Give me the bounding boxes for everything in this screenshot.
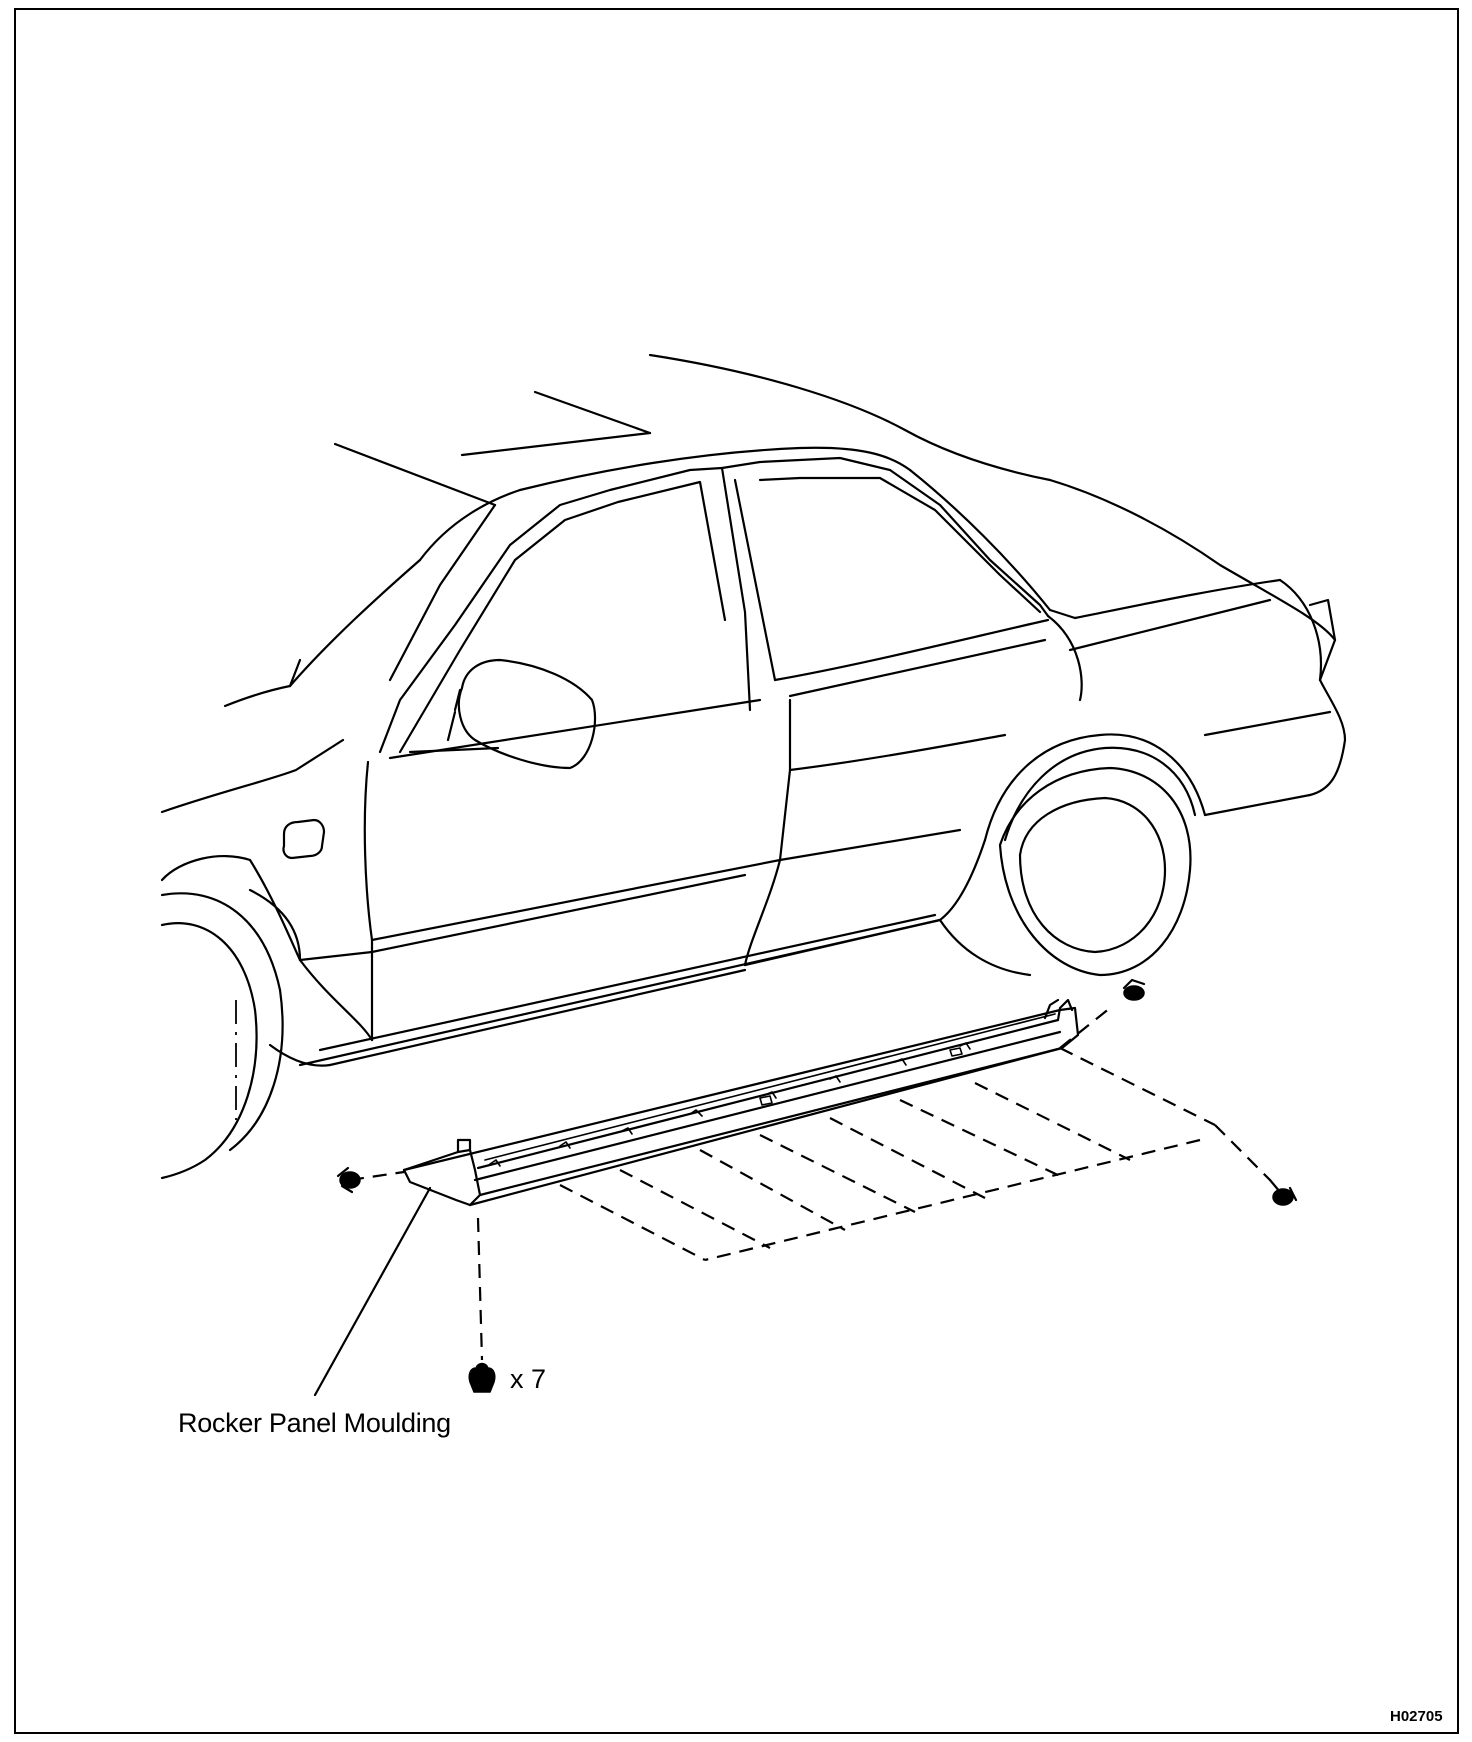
screw-left-icon [336, 1166, 361, 1194]
assembly-lines [349, 1007, 1271, 1361]
clip-icon [468, 1362, 496, 1393]
callout-leader-line [313, 1186, 432, 1397]
fasteners [336, 978, 1298, 1393]
screw-bottom-right-icon [1268, 1178, 1298, 1206]
rocker-panel-moulding [402, 998, 1080, 1207]
clip-count-label: x 7 [510, 1364, 547, 1394]
figure-frame [14, 8, 1459, 1734]
car-body [160, 353, 1347, 1180]
figure-id: H02705 [1390, 1708, 1443, 1725]
screw-top-right-icon [1122, 978, 1146, 1001]
rocker-panel-label: Rocker Panel Moulding [178, 1408, 451, 1438]
